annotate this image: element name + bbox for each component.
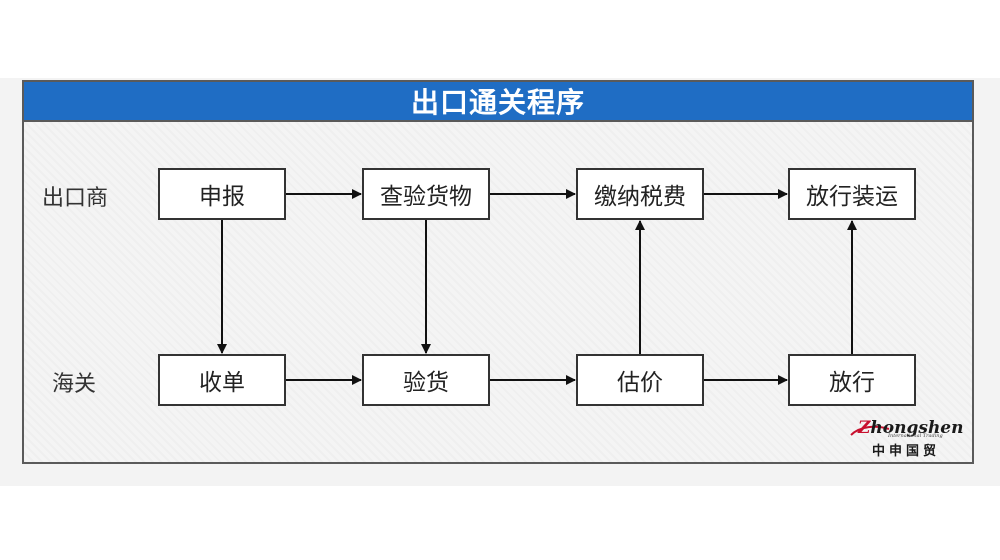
diagram-title: 出口通关程序	[410, 86, 585, 119]
node-valuation: 估价	[576, 354, 704, 406]
logo-chinese-name: 中申国贸	[872, 444, 941, 459]
node-pay-tax: 缴纳税费	[576, 168, 704, 220]
node-pay-tax-label: 缴纳税费	[594, 184, 686, 210]
node-declare: 申报	[158, 168, 286, 220]
node-inspect-goods: 查验货物	[362, 168, 490, 220]
node-release-ship-label: 放行装运	[806, 184, 898, 210]
node-release-label: 放行	[829, 370, 875, 396]
node-receive-docs: 收单	[158, 354, 286, 406]
top-margin	[0, 0, 1000, 78]
logo-tagline: International Trading	[888, 433, 943, 439]
node-receive-docs-label: 收单	[199, 370, 245, 396]
logo-name-rest: hongshen	[870, 418, 964, 438]
node-release: 放行	[788, 354, 916, 406]
node-declare-label: 申报	[199, 184, 245, 210]
logo-wordmark: Zhongshen	[858, 418, 963, 438]
node-release-ship: 放行装运	[788, 168, 916, 220]
zhongshen-logo: Zhongshen International Trading 中申国贸	[850, 418, 963, 459]
node-inspect-goods-label: 查验货物	[380, 184, 472, 210]
node-verify-goods-label: 验货	[403, 370, 449, 396]
node-valuation-label: 估价	[617, 370, 663, 396]
bottom-margin	[0, 486, 1000, 560]
lane-label-customs: 海关	[52, 372, 97, 397]
logo-initial: Z	[858, 418, 871, 438]
node-verify-goods: 验货	[362, 354, 490, 406]
lane-label-exporter: 出口商	[42, 186, 109, 211]
title-bar: 出口通关程序	[24, 82, 972, 122]
swoosh-icon	[850, 425, 890, 436]
